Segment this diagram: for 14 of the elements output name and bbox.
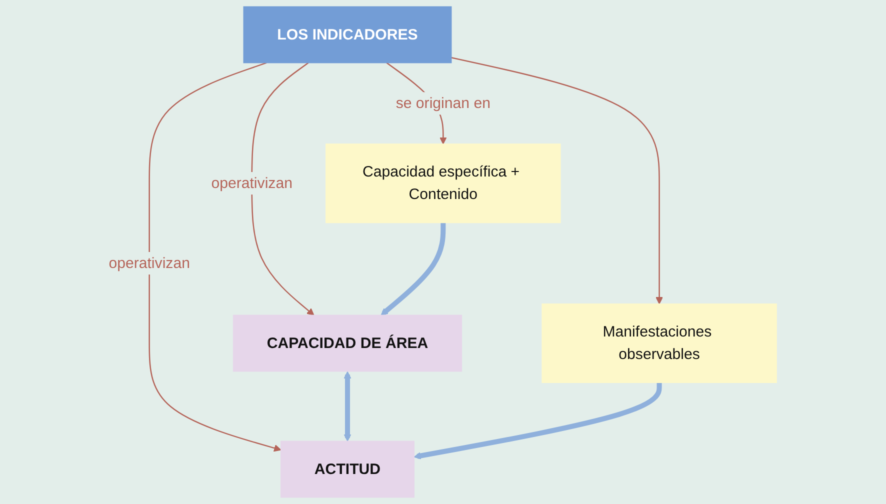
arrow bbox=[414, 382, 662, 460]
node-box: CAPACIDAD DE ÁREA bbox=[233, 314, 462, 372]
arrow bbox=[344, 371, 352, 442]
arrow bbox=[452, 56, 664, 304]
node-box: Capacidad específica + Contenido bbox=[326, 144, 562, 224]
edge-label: operativizan bbox=[109, 254, 190, 272]
node-box: Manifestaciones observables bbox=[542, 303, 778, 384]
node-box: LOS INDICADORES bbox=[244, 6, 452, 64]
arrow bbox=[149, 62, 282, 452]
edge-label: se originan en bbox=[396, 94, 491, 112]
node-box: ACTITUD bbox=[280, 440, 415, 498]
edge-label: operativizan bbox=[212, 174, 293, 192]
arrow bbox=[381, 222, 446, 316]
arrow bbox=[252, 62, 315, 316]
